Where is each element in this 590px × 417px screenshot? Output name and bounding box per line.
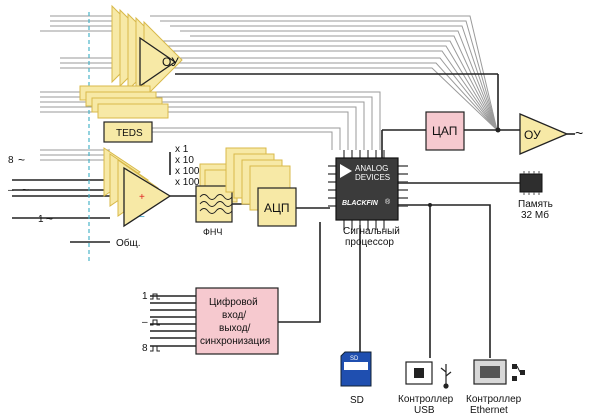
pulse-icons (150, 293, 160, 352)
dsp-chip (328, 150, 408, 230)
digital-in-1: 1 (142, 291, 148, 302)
digital-label-2: вход/ (222, 310, 246, 321)
ethernet-label-1: Контроллер (466, 394, 522, 405)
chip-brand-3: BLACKFIN (342, 200, 379, 207)
usb-port-icon (405, 361, 433, 385)
digital-in-8: 8 (142, 343, 148, 354)
ethernet-label-2: Ethernet (470, 405, 508, 416)
teds-stack (79, 85, 169, 119)
gain-x100: x 100 (175, 166, 200, 177)
network-icon (512, 364, 525, 381)
lpf-label: ФНЧ (203, 227, 222, 237)
amp-out-label: ОУ (524, 128, 541, 142)
usb-symbol-icon (440, 364, 452, 389)
teds-block (103, 121, 153, 143)
usb-label-2: USB (414, 405, 435, 416)
dsp-caption-1: Сигнальный (343, 226, 400, 237)
digital-in-dash: – (142, 317, 148, 328)
amp-input (123, 166, 172, 228)
chip-reg: ® (385, 198, 391, 206)
analog-in-dash: – (8, 185, 14, 196)
adc-block (257, 187, 297, 227)
analog-in-1-sine: ~ (46, 212, 53, 226)
dac-block (425, 111, 465, 151)
analog-in-8-sine: ~ (18, 153, 25, 167)
amp-top (139, 36, 177, 88)
sd-card-icon (340, 351, 372, 387)
memory-label-1: Память (518, 199, 553, 210)
amp-out (519, 113, 569, 155)
common-label: Общ. (116, 237, 141, 249)
gain-x1: x 1 (175, 144, 189, 155)
signal-lines (40, 15, 498, 161)
usb-label-1: Контроллер (398, 394, 454, 405)
sd-label: SD (350, 395, 364, 406)
teds-label: TEDS (116, 128, 143, 139)
ethernet-port-icon (473, 359, 507, 385)
memory-chip (519, 171, 543, 195)
dac-label: ЦАП (432, 124, 457, 138)
gain-x10: x 10 (175, 155, 194, 166)
amp-top-label: ОУ (162, 55, 179, 69)
analog-in-8: 8 (8, 155, 14, 166)
chip-brand-1: ANALOG (355, 164, 388, 173)
sd-card-text: SD (350, 356, 359, 362)
analog-in-dash-sine: ~ (22, 183, 29, 197)
digital-io-block (195, 287, 279, 355)
gain-x1000: x 1000 (175, 177, 205, 188)
amp-input-plus: + (139, 192, 145, 203)
digital-label-3: выход/ (219, 323, 251, 334)
memory-label-2: 32 Мб (521, 209, 549, 221)
digital-label-4: синхронизация (200, 336, 270, 347)
amp-input-minus: − (139, 212, 145, 223)
chip-brand-2: DEVICES (355, 173, 390, 182)
digital-label-1: Цифровой (209, 296, 258, 308)
output-sine: ~ (575, 125, 583, 141)
analog-in-1: 1 (38, 214, 44, 225)
adc-label: АЦП (264, 201, 290, 215)
main-wires (12, 73, 575, 358)
dsp-caption-2: процессор (345, 237, 394, 248)
